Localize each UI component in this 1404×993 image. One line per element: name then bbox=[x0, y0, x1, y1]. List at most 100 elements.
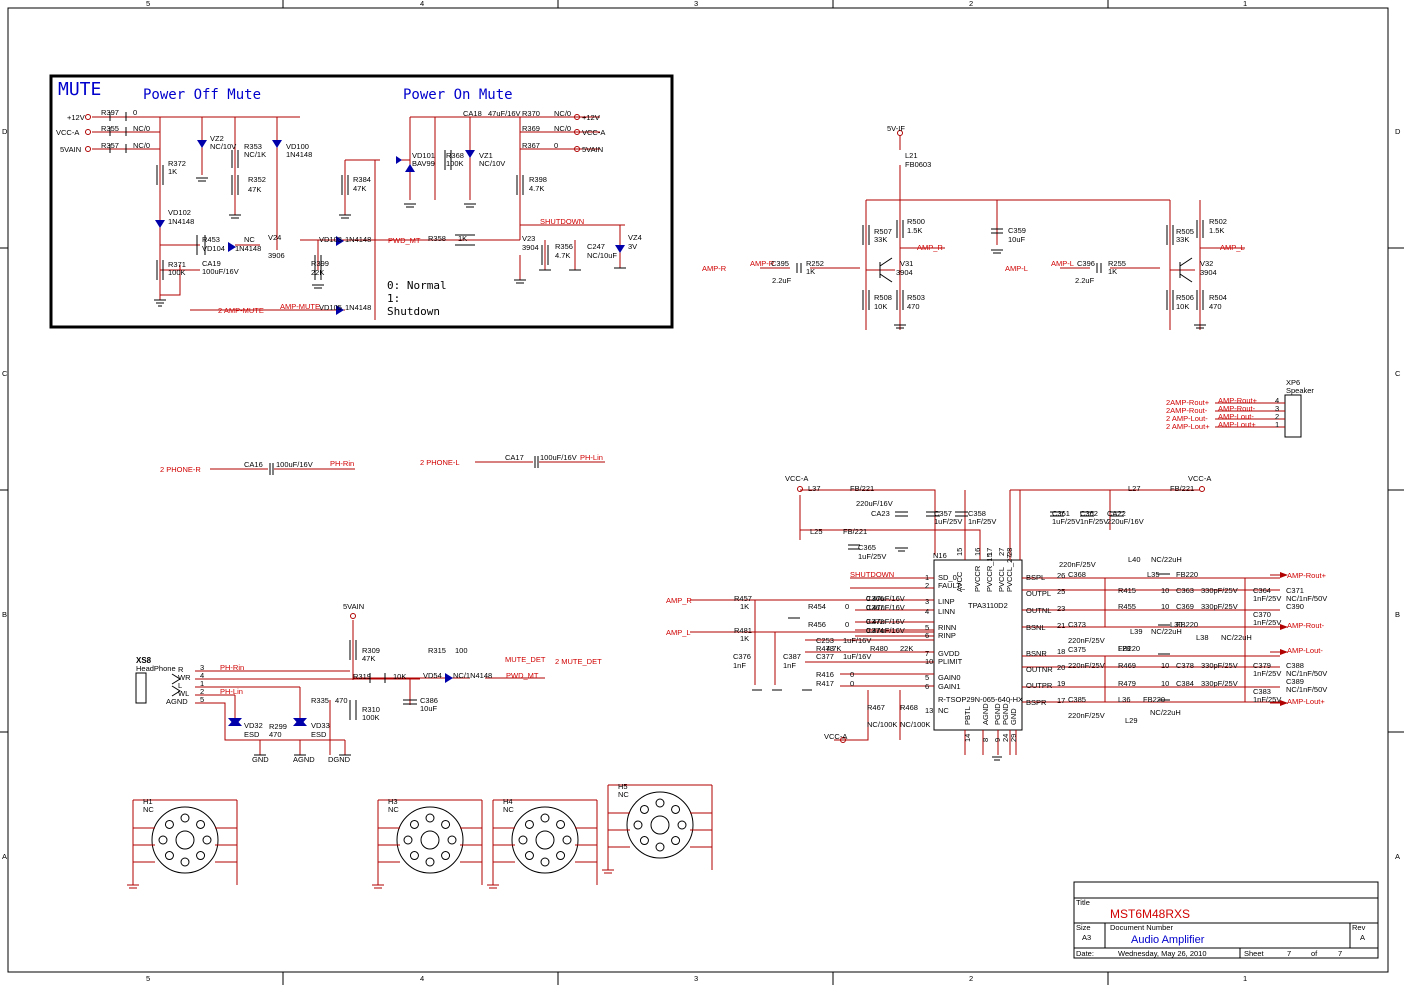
part-value: 0 bbox=[554, 141, 558, 150]
row-label-left: B bbox=[2, 610, 7, 619]
part-ref: R468 bbox=[900, 703, 918, 712]
chip-pin-name: GAIN1 bbox=[938, 682, 961, 691]
part-ref: C369 bbox=[1176, 602, 1194, 611]
part-value: 10uF bbox=[420, 704, 438, 713]
row-label-left: C bbox=[2, 369, 8, 378]
supply-label: VCC-A bbox=[785, 474, 808, 483]
part-ref: VD54 bbox=[423, 671, 442, 680]
part-value: 3904 bbox=[1200, 268, 1217, 277]
part-ref: R397 bbox=[101, 108, 119, 117]
part-ref: C358 bbox=[968, 509, 986, 518]
net-label: 2 AMP-Lout+ bbox=[1166, 422, 1210, 431]
sheet-value: 7 bbox=[1287, 949, 1291, 958]
part-value: 1nF/25V bbox=[1253, 695, 1281, 704]
part-value: 0.47uF/16V bbox=[866, 603, 905, 612]
part-ref: R368 bbox=[446, 151, 464, 160]
part-ref: R467 bbox=[867, 703, 885, 712]
chip-pin-name: BSPR bbox=[1026, 698, 1047, 707]
part-ref: C385 bbox=[1068, 695, 1086, 704]
part-value: NC/22uH bbox=[1221, 633, 1252, 642]
part-ref: CA22 bbox=[1107, 509, 1126, 518]
part-ref: C387 bbox=[783, 652, 801, 661]
part-ref: C253 bbox=[816, 636, 834, 645]
part-ref: R416 bbox=[816, 670, 834, 679]
part-ref: R453 bbox=[202, 235, 220, 244]
part-value: FB220 bbox=[1176, 570, 1198, 579]
mounting-hole bbox=[602, 784, 713, 874]
part-value: 1nF/25V bbox=[968, 517, 996, 526]
part-ref: C359 bbox=[1008, 226, 1026, 235]
net-port-icon bbox=[85, 129, 91, 135]
part-value: 470 bbox=[907, 302, 920, 311]
part-value: 1.5K bbox=[907, 226, 922, 235]
diode-icon bbox=[615, 245, 625, 253]
part-value: NC/0 bbox=[133, 124, 150, 133]
part-value: NC/0 bbox=[554, 124, 571, 133]
part-value: 0 bbox=[133, 108, 137, 117]
wire-label: PWD_MT bbox=[388, 236, 421, 245]
part-ref: C383 bbox=[1253, 687, 1271, 696]
chip-pin-number: 7 bbox=[925, 649, 929, 658]
part-ref: CA16 bbox=[244, 460, 263, 469]
net-label: AMP-R bbox=[750, 259, 775, 268]
connector-pin-name: L bbox=[178, 681, 182, 690]
part-value: 10 bbox=[1161, 586, 1169, 595]
part-ref: R384 bbox=[353, 175, 371, 184]
part-ref: R506 bbox=[1176, 293, 1194, 302]
chip-pin-name: LINP bbox=[938, 597, 955, 606]
net-label: AMP-Rout- bbox=[1218, 404, 1256, 413]
part-value: 0 bbox=[845, 602, 849, 611]
net-label: +12V bbox=[582, 113, 600, 122]
part-value: 100uF/16V bbox=[276, 460, 313, 469]
part-ref: R353 bbox=[244, 142, 262, 151]
part-value: 1uF/25V bbox=[1052, 517, 1080, 526]
part-value: 330pF/25V bbox=[1201, 586, 1238, 595]
net-label: AMP-L bbox=[1051, 259, 1074, 268]
part-value: NC/1nF/50V bbox=[1286, 594, 1327, 603]
power-on-mute-heading: Power On Mute bbox=[403, 87, 513, 103]
part-value: 2.2uF bbox=[772, 276, 792, 285]
part-ref: L21 bbox=[905, 151, 918, 160]
speaker-pins: 42AMP-Rout+AMP-Rout+32AMP-Rout-AMP-Rout-… bbox=[1166, 396, 1279, 431]
hole-value: NC bbox=[388, 805, 399, 814]
part-value: 33K bbox=[874, 235, 887, 244]
part-value: 220nF/25V bbox=[1068, 711, 1105, 720]
part-value: 1uF/25V bbox=[858, 552, 886, 561]
part-value: 3906 bbox=[268, 251, 285, 260]
net-label: AMP_L bbox=[1220, 243, 1245, 252]
part-value: 220nF/25V bbox=[1059, 560, 1096, 569]
chip-pin-number: 27 bbox=[997, 548, 1006, 556]
part-ref: C377 bbox=[816, 652, 834, 661]
chip-pin-name: BSNR bbox=[1026, 649, 1047, 658]
part-ref: VD102 bbox=[168, 208, 191, 217]
net-label: 2 MUTE_DET bbox=[555, 657, 602, 666]
part-value: 0.47uF/16V bbox=[866, 594, 905, 603]
part-value: NC/22uH bbox=[1150, 708, 1181, 717]
connector-pin: 4 bbox=[1275, 396, 1279, 405]
part-ref: R299 bbox=[269, 722, 287, 731]
part-ref: VD104 bbox=[202, 244, 225, 253]
part-ref: C372 bbox=[866, 617, 884, 626]
row-label-right: C bbox=[1395, 369, 1401, 378]
part-value: 100uF/16V bbox=[540, 453, 577, 462]
part-ref: C373 bbox=[1068, 620, 1086, 629]
part-ref: C396 bbox=[1077, 259, 1095, 268]
part-ref: R335 bbox=[311, 696, 329, 705]
chip-pin-name: PVCCL_27 bbox=[1005, 554, 1014, 592]
part-ref: C371 bbox=[1286, 586, 1304, 595]
diode-icon bbox=[272, 140, 282, 148]
chip-pin-name: OUTNL bbox=[1026, 606, 1051, 615]
part-value: 10 bbox=[1161, 661, 1169, 670]
part-ref: VZ1 bbox=[479, 151, 493, 160]
part-value: 4.7K bbox=[826, 644, 841, 653]
part-value: 10K bbox=[393, 672, 406, 681]
title-block: Title MST6M48RXS Size A3 Document Number… bbox=[1073, 881, 1379, 959]
supply-label: 5V-IF bbox=[887, 124, 905, 133]
part-ref: VD105 bbox=[319, 303, 342, 312]
chip-pin-number: 8 bbox=[981, 738, 990, 742]
part-value: NC/100K bbox=[900, 720, 930, 729]
part-ref: R356 bbox=[555, 242, 573, 251]
